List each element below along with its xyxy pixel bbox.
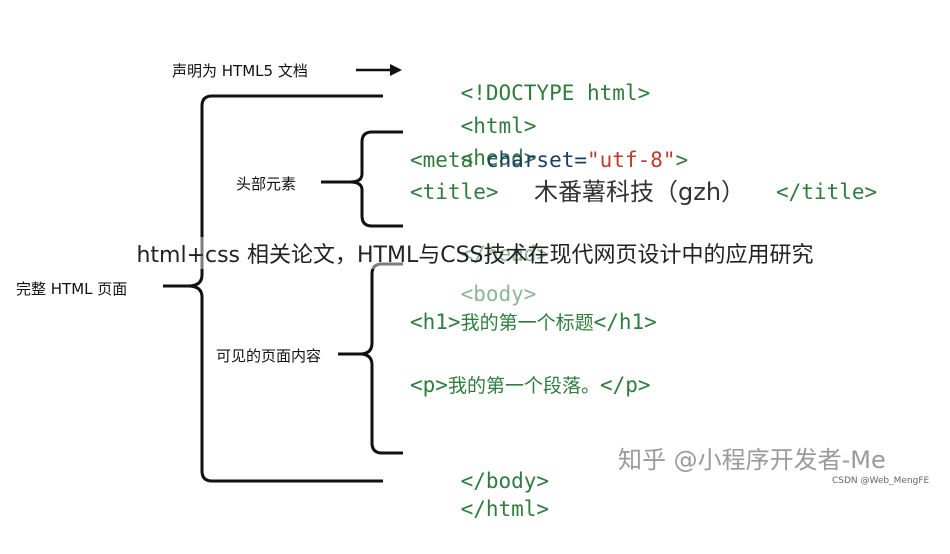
code-line-html-close: </html> xyxy=(410,464,550,554)
meta-charset-value: "utf-8" xyxy=(587,148,676,172)
p-open-tag: <p> xyxy=(410,373,448,397)
code-line-title-close: </title> xyxy=(776,177,877,207)
p-text: 我的第一个段落。 xyxy=(447,375,600,397)
h1-close-tag: </h1> xyxy=(593,310,657,334)
html-open-tag: <html> xyxy=(460,114,537,138)
code-line-html-open: <html> xyxy=(410,81,537,171)
bracket-lines xyxy=(163,64,403,483)
html-brace xyxy=(187,94,383,483)
csdn-credit: CSDN @Web_MengFE xyxy=(832,476,930,486)
code-line-head-close: </head> xyxy=(410,209,550,299)
doctype-label: 声明为 HTML5 文档 xyxy=(172,62,308,80)
body-label: 可见的页面内容 xyxy=(216,347,322,365)
meta-charset-attr: charset= xyxy=(485,148,588,172)
code-line-body-close: </body> xyxy=(410,436,550,526)
meta-open-tag: <meta xyxy=(410,148,486,172)
code-line-title-text: 木番薯科技（gzh） xyxy=(534,177,745,208)
head-close-tag: </head> xyxy=(460,242,550,266)
html-structure-diagram: 声明为 HTML5 文档 头部元素 完整 HTML 页面 可见的页面内容 <!D… xyxy=(0,48,950,521)
body-brace xyxy=(359,262,403,455)
title-text: 木番薯科技（gzh） xyxy=(534,178,746,206)
code-line-head-open: <head> xyxy=(410,113,537,203)
body-close-tag: </body> xyxy=(460,469,550,493)
h1-open-tag: <h1> xyxy=(410,310,461,334)
code-line-body-open: <body> xyxy=(410,249,537,339)
code-line-doctype: <!DOCTYPE html> xyxy=(410,48,651,138)
h1-text: 我的第一个标题 xyxy=(460,312,594,334)
meta-close-bracket: > xyxy=(675,148,689,172)
overlay-title: html+css 相关论文，HTML与CSS技术在现代网页设计中的应用研究 xyxy=(0,237,950,269)
html-label: 完整 HTML 页面 xyxy=(16,280,128,298)
doctype-tag: <!DOCTYPE html> xyxy=(460,81,651,105)
zhihu-watermark: 知乎 @小程序开发者-Me xyxy=(618,446,886,474)
code-line-meta: <meta charset="utf-8"> xyxy=(410,145,688,175)
head-open-tag: <head> xyxy=(460,146,537,170)
title-open-tag: <title> xyxy=(410,180,499,204)
head-brace xyxy=(349,130,403,228)
p-close-tag: </p> xyxy=(599,373,651,397)
code-line-title: <title> xyxy=(410,177,499,207)
head-label: 头部元素 xyxy=(236,175,297,193)
html-close-tag: </html> xyxy=(460,497,550,521)
code-line-p: <p>我的第一个段落。</p> xyxy=(410,370,651,401)
title-close-tag: </title> xyxy=(776,180,878,204)
doctype-arrow xyxy=(356,64,402,76)
body-open-tag: <body> xyxy=(460,282,537,306)
code-line-h1: <h1>我的第一个标题</h1> xyxy=(410,307,657,338)
